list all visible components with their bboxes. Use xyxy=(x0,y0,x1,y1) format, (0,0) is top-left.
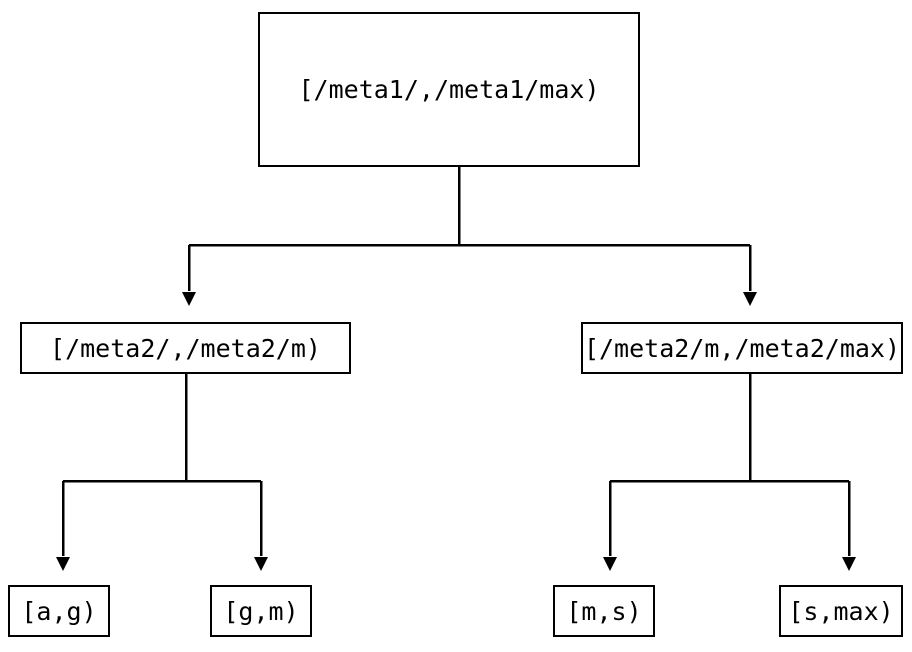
node-leaf-g-m-label: [g,m) xyxy=(223,596,299,626)
arrowhead-to-leaf-1 xyxy=(56,557,70,571)
node-leaf-m-s-label: [m,s) xyxy=(566,596,642,626)
node-leaf-s-max-label: [s,max) xyxy=(788,596,894,626)
node-mid-right[interactable]: [/meta2/m,/meta2/max) xyxy=(581,322,903,374)
node-leaf-a-g-label: [a,g) xyxy=(21,596,97,626)
arrowhead-to-leaf-3 xyxy=(603,557,617,571)
node-leaf-a-g[interactable]: [a,g) xyxy=(8,585,110,637)
node-mid-left[interactable]: [/meta2/,/meta2/m) xyxy=(20,322,351,374)
node-leaf-m-s[interactable]: [m,s) xyxy=(553,585,655,637)
node-mid-left-label: [/meta2/,/meta2/m) xyxy=(50,333,321,363)
node-leaf-g-m[interactable]: [g,m) xyxy=(210,585,312,637)
arrowhead-to-mid-left xyxy=(182,292,196,306)
node-leaf-s-max[interactable]: [s,max) xyxy=(779,585,903,637)
arrowhead-to-leaf-2 xyxy=(254,557,268,571)
node-mid-right-label: [/meta2/m,/meta2/max) xyxy=(583,333,901,363)
arrowhead-to-mid-right xyxy=(743,292,757,306)
arrowhead-to-leaf-4 xyxy=(842,557,856,571)
node-root[interactable]: [/meta1/,/meta1/max) xyxy=(258,12,640,167)
node-root-label: [/meta1/,/meta1/max) xyxy=(298,75,600,104)
